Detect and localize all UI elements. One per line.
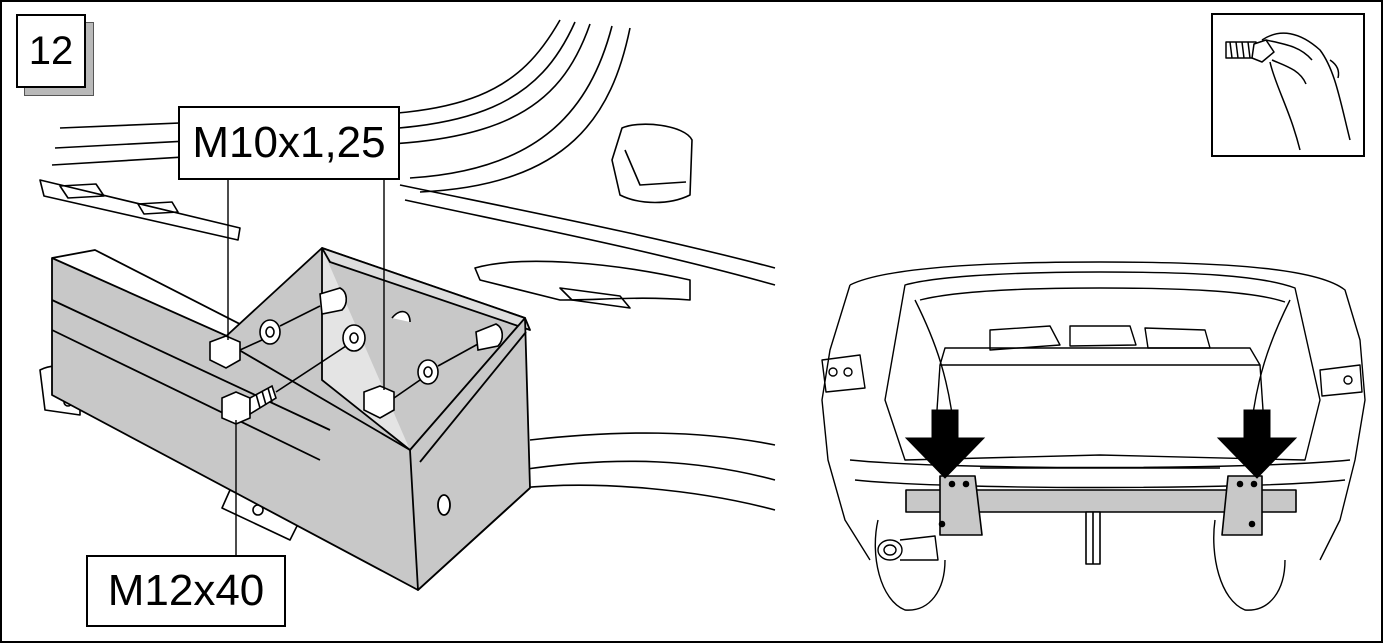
bolt-size-label: M12x40 xyxy=(86,555,286,627)
step-number: 12 xyxy=(16,14,86,88)
fastener-set xyxy=(209,287,504,425)
spacer-right xyxy=(475,323,504,351)
arrow-right xyxy=(1216,409,1298,479)
spacer-left xyxy=(319,287,348,315)
arrow-left xyxy=(904,409,986,479)
callout-leaders xyxy=(227,180,385,555)
nut-thread-label: M10x1,25 xyxy=(178,106,400,180)
hand-tightening-icon xyxy=(1225,32,1351,151)
hex-nut-left xyxy=(209,335,241,369)
step-number-badge: 12 xyxy=(16,14,96,98)
vehicle-rear-overview xyxy=(821,261,1366,611)
hex-bolt xyxy=(221,391,251,425)
hex-nut-right xyxy=(363,385,395,419)
hint-panel xyxy=(1211,13,1365,157)
position-arrows xyxy=(904,409,1298,479)
overview-tow-bar xyxy=(905,475,1297,565)
